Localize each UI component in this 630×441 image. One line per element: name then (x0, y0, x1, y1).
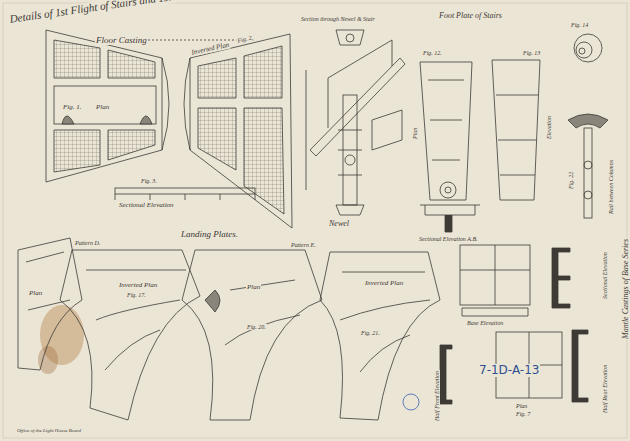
part-label: Fig. 20. (246, 324, 267, 330)
part-label: 7-1D-A-13 (478, 364, 540, 377)
part-label: Fig. 3. (140, 178, 158, 184)
part-label: Sectional Elevation (118, 202, 175, 209)
part-label: Inverted Plan (118, 282, 158, 289)
part-label: Fig. 17. (126, 292, 147, 298)
part-label: Pattern E. (290, 242, 317, 248)
part-label: Plan (515, 403, 528, 409)
part-label: Floor Casting (95, 36, 148, 45)
part-label: Plan (95, 104, 110, 111)
part-label: Rail between Columns (608, 159, 614, 215)
part-label: Fig. 12. (422, 50, 443, 56)
part-label: Sectional Elevation (602, 251, 608, 300)
part-label: Fig. 7 (515, 411, 531, 417)
part-label: Newel (328, 220, 350, 228)
part-label: Plan (28, 290, 43, 297)
part-label: Fig. 21. (360, 330, 381, 336)
part-label: Mantle Castings of Base Series (622, 238, 630, 340)
part-label: Fig. 22 (568, 171, 574, 190)
part-label: Half Front Elevation (434, 370, 440, 422)
part-label: Elevation (546, 115, 552, 140)
part-label: Landing Plates. (180, 230, 239, 239)
part-label: Base Elevation (466, 320, 504, 326)
part-label: Plan (412, 127, 418, 140)
part-label: Fig. 1. (62, 104, 82, 111)
part-label: Sectional Elevation A.B. (418, 236, 479, 242)
part-label: Inverted Plan (364, 280, 404, 287)
part-label: Foot Plate of Stairs (438, 12, 503, 20)
part-label: Fig. 14 (570, 22, 589, 28)
part-label: Half Rear Elevation (602, 364, 608, 414)
part-label: Section through Newel & Stair (300, 16, 376, 22)
part-label: Office of the Light House Board (16, 428, 82, 433)
part-label: Fig. 13 (522, 50, 541, 56)
part-label: Plan (246, 284, 261, 291)
part-label: Pattern D. (74, 240, 101, 246)
